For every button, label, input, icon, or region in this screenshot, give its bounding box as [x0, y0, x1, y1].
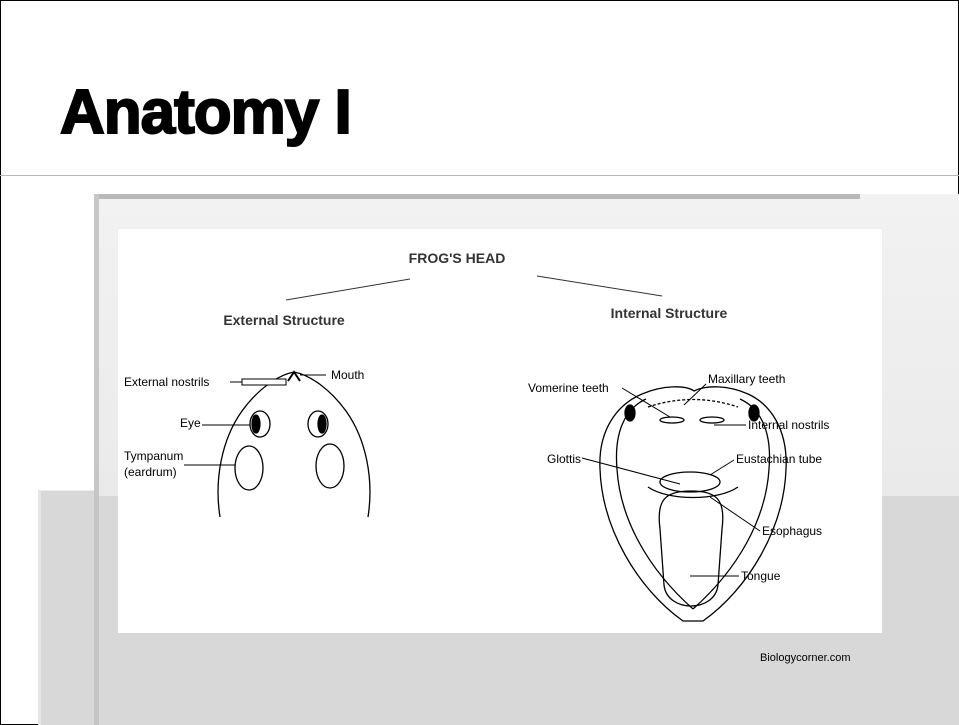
external-head-outline	[218, 372, 370, 517]
label-vomerine-teeth: Vomerine teeth	[528, 381, 609, 395]
slide-title: Anatomy I	[60, 82, 351, 144]
label-internal-nostrils: Internal nostrils	[748, 418, 829, 432]
right-internal-nostril	[700, 417, 724, 423]
panel-upper-left-edge	[94, 194, 99, 496]
pointer-glottis	[582, 458, 680, 484]
panel-lower-left-edge	[38, 490, 41, 725]
label-glottis: Glottis	[547, 452, 581, 466]
image-credit: Biologycorner.com	[760, 652, 851, 664]
frog-head-diagram: FROG'S HEAD External Structure Internal …	[118, 229, 882, 633]
label-mouth: Mouth	[331, 368, 364, 382]
left-internal-nostril	[660, 417, 684, 423]
internal-jaw-left	[616, 399, 693, 609]
branch-line-right	[537, 276, 662, 296]
label-tympanum: Tympanum	[124, 449, 183, 463]
pointer-esophagus	[710, 497, 760, 531]
external-frog-head	[218, 372, 370, 517]
label-eardrum: (eardrum)	[124, 465, 177, 479]
panel-upper-top-edge	[94, 194, 860, 199]
label-eustachian-tube: Eustachian tube	[736, 452, 822, 466]
glottis-shape	[660, 472, 720, 492]
frog-head-svg: FROG'S HEAD External Structure Internal …	[118, 229, 882, 633]
nostril-bracket	[242, 379, 286, 385]
label-esophagus: Esophagus	[762, 524, 822, 538]
label-tongue: Tongue	[741, 569, 781, 583]
internal-left-eye-icon	[625, 405, 635, 421]
internal-labels: Vomerine teeth Maxillary teeth Internal …	[528, 372, 829, 583]
panel-lower-inner-edge	[94, 496, 99, 725]
title-rule	[0, 175, 959, 176]
label-maxillary-teeth: Maxillary teeth	[708, 372, 785, 386]
internal-heading: Internal Structure	[611, 305, 728, 321]
maxillary-teeth-line	[648, 400, 738, 408]
pointer-eustachian	[710, 460, 734, 475]
branch-line-left	[286, 279, 410, 300]
left-tympanum	[235, 446, 263, 490]
right-tympanum	[316, 444, 344, 488]
pointer-maxillary	[684, 384, 706, 405]
left-eye-icon	[252, 415, 260, 433]
label-external-nostrils: External nostrils	[124, 375, 209, 389]
label-eye: Eye	[180, 416, 201, 430]
external-heading: External Structure	[223, 312, 345, 328]
right-eye-icon	[318, 415, 326, 433]
diagram-heading: FROG'S HEAD	[409, 250, 506, 266]
